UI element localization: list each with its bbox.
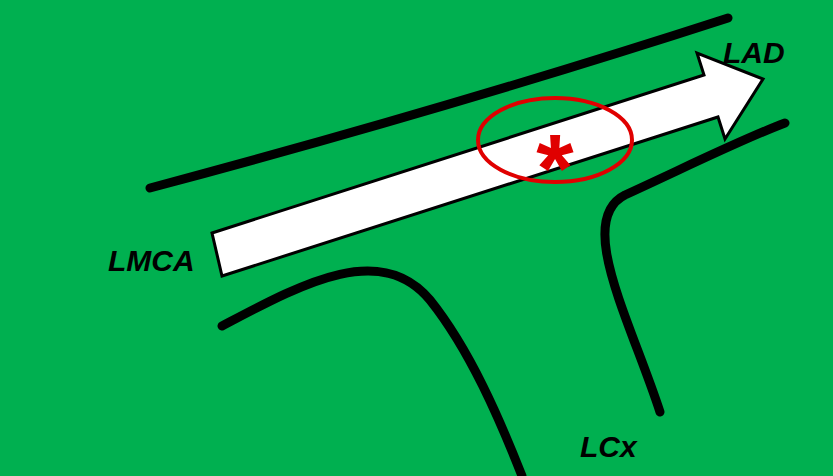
vessel-wall (605, 123, 785, 412)
vessel-label: LCx (580, 432, 637, 462)
vessel-label: LMCA (108, 246, 195, 276)
flow-arrow (212, 53, 763, 276)
vessel-label: LAD (723, 38, 785, 68)
lesion-circle: * (475, 95, 635, 185)
lesion-marker: * (475, 120, 635, 216)
vessel-wall (222, 271, 522, 476)
